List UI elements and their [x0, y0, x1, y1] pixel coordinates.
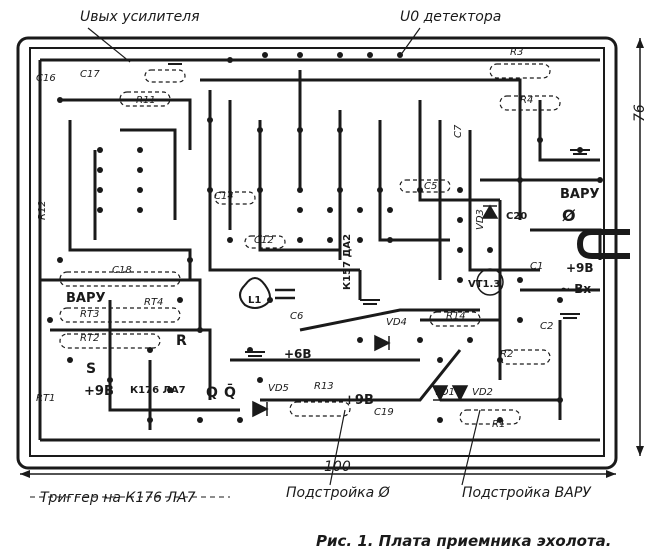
coil-l1-symbol: [239, 277, 271, 309]
component-outlines: [59, 63, 561, 425]
pad-group: [47, 52, 603, 423]
label-zero-symbol: Ø: [562, 206, 576, 225]
figure-caption: Рис. 1. Плата приемника эхолота.: [316, 532, 612, 550]
label-c20: C20: [506, 211, 528, 222]
label-c19: C19: [374, 407, 394, 418]
label-varu-left: ВАРУ: [66, 291, 106, 306]
label-amp-output: Uвых усилителя: [80, 9, 200, 25]
label-rt4: RT4: [144, 297, 164, 308]
label-c7: C7: [453, 124, 464, 138]
label-tuning-varu: Подстройка ВАРУ: [462, 485, 591, 501]
label-tuning-zero: Подстройка Ø: [286, 485, 390, 501]
label-vt13: VT1.3: [468, 279, 501, 290]
label-detector: U0 детектора: [400, 9, 502, 25]
label-trigger: Триггер на К176 ЛА7: [40, 490, 196, 506]
dim-arrow: [20, 470, 30, 478]
label-c12: C12: [254, 235, 274, 246]
label-r13: R13: [314, 381, 334, 392]
label-rt1: RT1: [36, 393, 56, 404]
board-inner-border: [29, 47, 605, 457]
label-r11: R11: [136, 95, 156, 106]
diode-symbols: [252, 204, 499, 418]
label-c17: C17: [80, 69, 100, 80]
label-rt2: RT2: [80, 333, 100, 344]
label-r1: R1: [492, 419, 506, 430]
label-plus9-right: +9В: [566, 261, 594, 275]
label-c2: C2: [540, 321, 554, 332]
label-plus9-left: +9В: [84, 384, 114, 399]
label-input: ~ Вх: [560, 282, 592, 296]
label-r14: R14: [446, 311, 466, 322]
thick-trace-hook: [576, 229, 630, 259]
label-r3: R3: [510, 47, 524, 58]
dim-width-label: 100: [324, 459, 351, 475]
label-r: R: [176, 333, 187, 349]
label-vd3: VD3: [475, 209, 486, 230]
label-vd1: VD1: [434, 387, 455, 398]
label-r12: R12: [37, 200, 48, 220]
leader-line: [87, 27, 131, 63]
label-r2: R2: [500, 349, 514, 360]
dim-height-label: 76: [632, 104, 648, 122]
label-plus9-bottom: +9В: [344, 393, 374, 408]
label-c18: C18: [112, 265, 132, 276]
label-c6: C6: [290, 311, 304, 322]
label-c16: C16: [36, 73, 56, 84]
leader-line: [399, 27, 421, 57]
label-chip-k176: К176 ЛА7: [130, 385, 186, 396]
dim-arrow: [606, 470, 616, 478]
label-s: S: [86, 361, 97, 377]
label-l1: L1: [248, 295, 262, 306]
dim-arrow: [636, 38, 644, 48]
label-c1: C1: [530, 261, 544, 272]
label-varu-right: ВАРУ: [560, 187, 600, 202]
label-q: Q: [206, 385, 218, 401]
leader-line: [461, 409, 481, 486]
label-r4: R4: [520, 95, 534, 106]
dim-arrow: [636, 446, 644, 456]
label-c14: C14: [214, 191, 234, 202]
ground-symbols: [165, 59, 590, 357]
label-vd2: VD2: [472, 387, 493, 398]
label-vd5: VD5: [268, 383, 289, 394]
label-qbar: Q̄: [224, 385, 236, 401]
trace-network: [38, 58, 602, 442]
transistor-vt13: [476, 268, 504, 296]
label-plus6: +6В: [284, 347, 312, 361]
label-c5: C5: [424, 181, 438, 192]
label-vd4: VD4: [386, 317, 407, 328]
leader-line: [329, 409, 346, 486]
label-chip-k157: К157 ДА2: [342, 233, 353, 290]
label-rt3: RT3: [80, 309, 100, 320]
